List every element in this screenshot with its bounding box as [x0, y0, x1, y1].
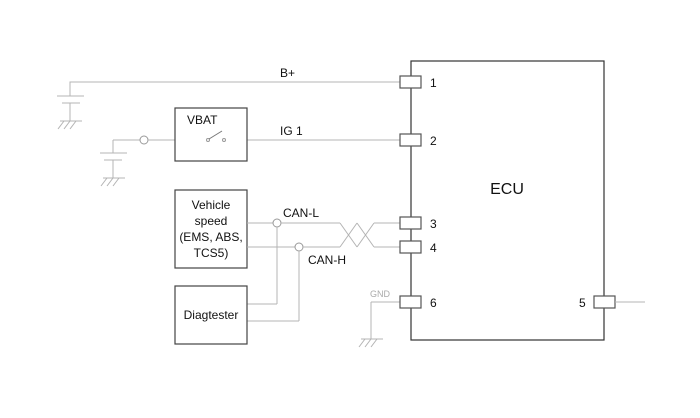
ig1-circuit	[100, 135, 400, 187]
ground-icon	[57, 120, 82, 130]
vehicle-speed-line-4: TCS5)	[194, 246, 229, 260]
pin-4-connector	[399, 240, 422, 254]
can-bus-wires	[247, 218, 400, 322]
pin-4-number: 4	[430, 241, 437, 255]
pin-5-connector	[593, 295, 616, 309]
pin-6-connector	[399, 295, 422, 309]
ecu-label: ECU	[490, 181, 524, 198]
pin-2-number: 2	[430, 134, 437, 148]
vehicle-speed-line-1: Vehicle	[192, 198, 231, 212]
ground-icon	[358, 338, 383, 348]
pin-2-connector	[399, 133, 422, 147]
ig1-label: IG 1	[280, 124, 303, 138]
pin-1-number: 1	[430, 76, 437, 90]
ecu-box	[410, 60, 605, 341]
switch-icon	[206, 130, 226, 142]
vehicle-speed-line-3: (EMS, ABS,	[179, 230, 242, 244]
pin-3-number: 3	[430, 217, 437, 231]
vbat-box	[174, 107, 248, 162]
gnd-circuit	[358, 301, 400, 348]
pin-5-number: 5	[579, 296, 586, 310]
terminal-icon	[139, 135, 149, 145]
diagtester-label: Diagtester	[184, 308, 239, 322]
can-h-label: CAN-H	[308, 253, 346, 267]
b-plus-label: B+	[280, 66, 295, 80]
gnd-label: GND	[370, 289, 391, 299]
can-l-label: CAN-L	[283, 206, 319, 220]
pin-6-number: 6	[430, 296, 437, 310]
b-plus-circuit	[57, 81, 400, 130]
vehicle-speed-line-2: speed	[195, 214, 228, 228]
pin-1-connector	[399, 75, 422, 89]
vbat-label: VBAT	[187, 113, 218, 127]
vehicle-speed-box	[174, 189, 248, 269]
pin-3-connector	[399, 216, 422, 230]
ground-icon	[100, 177, 125, 187]
diagtester-box	[174, 285, 248, 345]
